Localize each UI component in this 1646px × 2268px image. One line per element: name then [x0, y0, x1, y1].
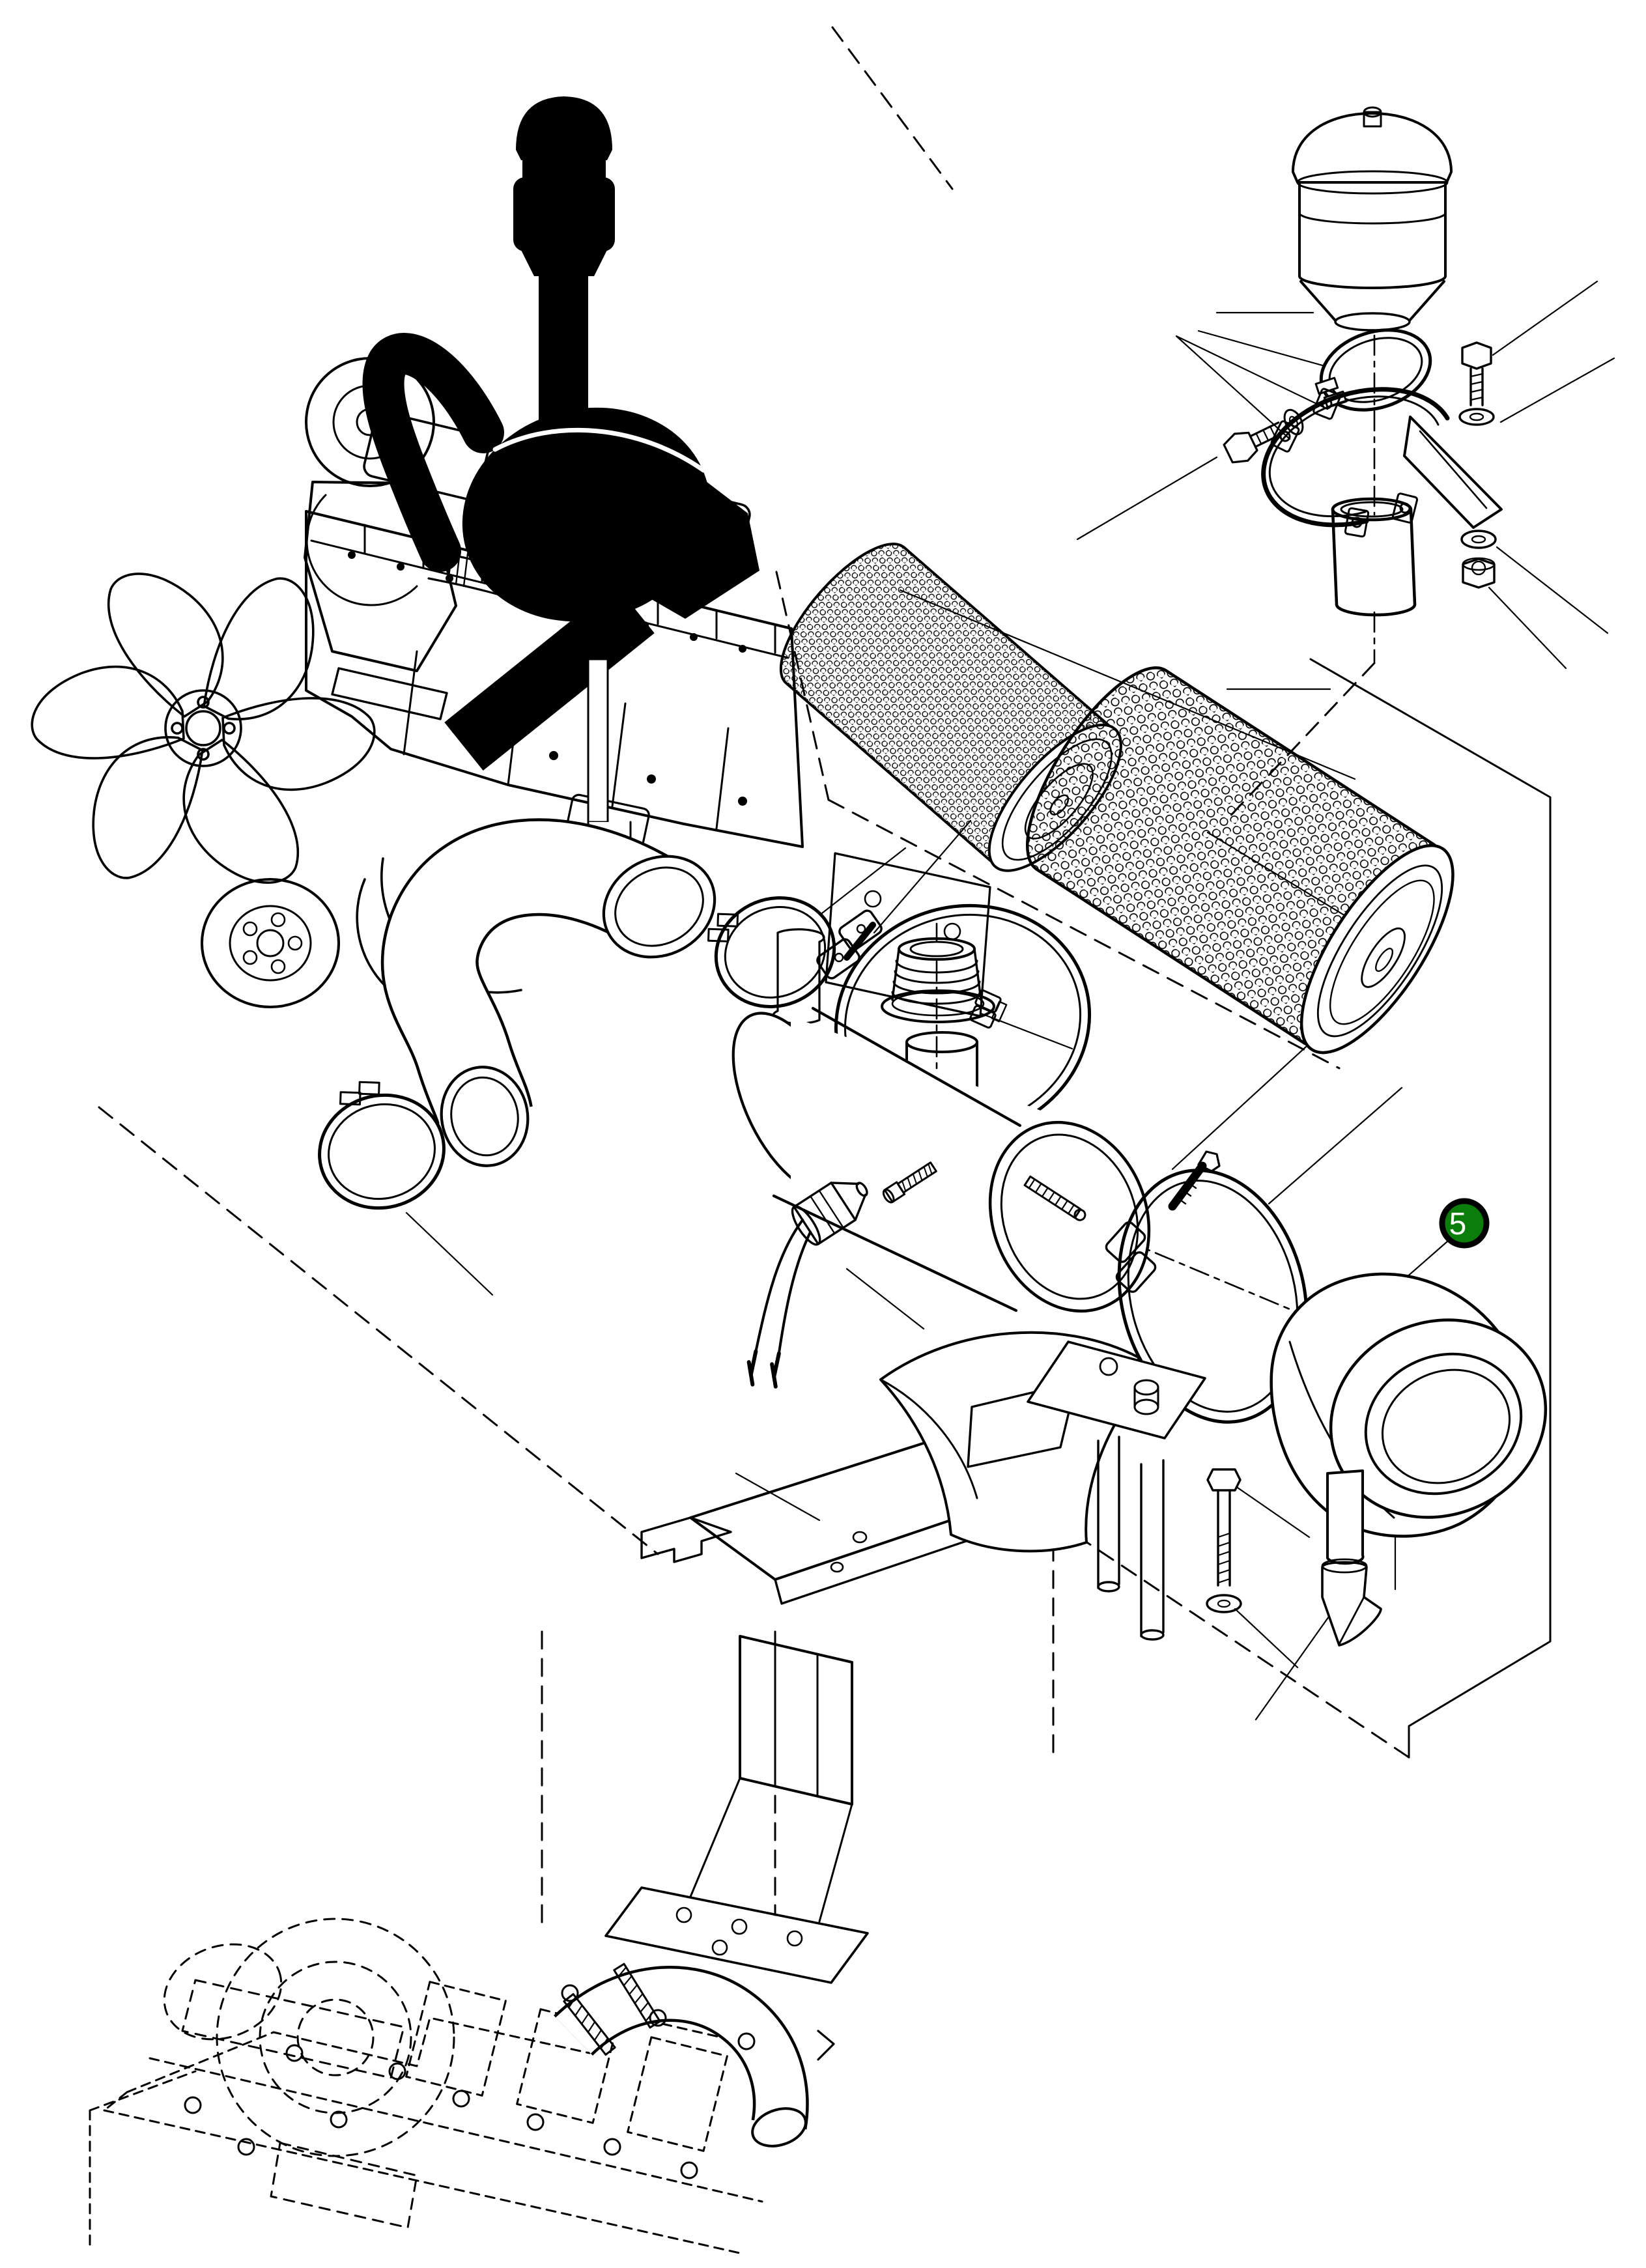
- silhouette-cap-neck: [522, 158, 606, 180]
- filter-mount-stud: [1023, 1175, 1086, 1221]
- silhouette-outlet: [651, 449, 759, 619]
- precleaner-washer2: [1460, 530, 1497, 549]
- silhouette-cap-body: [513, 177, 615, 251]
- elbow-clamp: [563, 1992, 616, 2056]
- leader-vclamp-left: [873, 819, 972, 934]
- manifold-bolts: [184, 1984, 835, 2179]
- precleaner-sleeve: [1331, 497, 1417, 617]
- filter-end-cap: [1299, 843, 1454, 1055]
- mount-bolt-long: [1206, 1468, 1242, 1613]
- leader-long-bolt-washer: [1234, 1608, 1299, 1669]
- bracket-plate: [1027, 1340, 1206, 1439]
- vclamp-lug: [1115, 1251, 1157, 1293]
- hose-clamp-b: [318, 1081, 446, 1210]
- mounting-bracket: [640, 1331, 1206, 1641]
- filter-element-outer: [1026, 666, 1454, 1055]
- silhouette-shield: [444, 584, 655, 771]
- precleaner-bolt: [1458, 341, 1495, 426]
- callout-badge-5[interactable]: 5: [1439, 1198, 1490, 1249]
- leader-clamp-a: [821, 847, 907, 914]
- hose-opening-bottom: [440, 1066, 530, 1167]
- intake-elbow-solid: [554, 1963, 809, 2148]
- leader-washer: [1499, 357, 1615, 423]
- leader-clamp-ring: [1197, 330, 1326, 367]
- housing-mouth: [988, 1120, 1151, 1313]
- dust-sensor: [746, 1182, 868, 1389]
- leader-band-clamp: [1175, 335, 1329, 440]
- sensor-wire: [777, 1230, 812, 1355]
- precleaner-small-washer: [1283, 408, 1304, 436]
- leader-washer2: [1496, 546, 1609, 634]
- fan-hub: [164, 689, 242, 767]
- housing-body: [772, 1006, 1022, 1312]
- clamp-ears: [1270, 388, 1419, 538]
- mount-bolt-washer: [1206, 1594, 1242, 1613]
- vclamp-lug: [1105, 1221, 1146, 1263]
- drain-tube: [1326, 1469, 1365, 1565]
- clamp-gusset: [1403, 416, 1503, 529]
- dashed-line-top: [831, 26, 954, 190]
- fan-blades: [31, 573, 376, 884]
- crank-pulley: [201, 878, 340, 1008]
- detail-box-border: [1309, 658, 1552, 1759]
- engine-assembly: [31, 357, 991, 1025]
- precleaner-nut: [1462, 557, 1496, 589]
- bracket-toe: [640, 1516, 732, 1563]
- cap-knob: [1363, 111, 1382, 128]
- leader-long-bolt: [1236, 1486, 1311, 1538]
- leader-duckbill: [1255, 1615, 1330, 1721]
- boundary-dashed-lines: [98, 26, 1410, 1929]
- washer: [1458, 408, 1495, 426]
- leader-bracket: [735, 1472, 821, 1522]
- silhouette-cap-taper: [521, 250, 607, 276]
- muffler-silhouette: [362, 96, 759, 842]
- bracket-legs: [1097, 1436, 1165, 1641]
- adapter-clamp-tab: [969, 989, 1008, 1029]
- detail-box-edge: [1309, 658, 1552, 1759]
- leader-tbolt: [1171, 1025, 1330, 1170]
- vclamp-tbolt: [1168, 1150, 1221, 1211]
- leader-bolt: [1492, 280, 1598, 356]
- precleaner-small-bolt: [1223, 421, 1285, 464]
- outlet-adapter: [881, 937, 1008, 1029]
- dashed-line-diagonal-to-housing: [827, 799, 1341, 1070]
- silhouette-seam: [492, 427, 706, 473]
- intake-s-hose: [380, 818, 717, 1167]
- leader-vclamp-right: [1268, 1086, 1403, 1205]
- duckbill-valve: [1321, 1558, 1382, 1647]
- silhouette-muffler-body: [462, 407, 711, 622]
- leader-sensor: [845, 1268, 925, 1330]
- leader-small-bolt: [1076, 456, 1218, 541]
- badge-label: 5: [1449, 1207, 1467, 1241]
- diagram-lines: 5: [31, 26, 1615, 2255]
- badge-circle: [1444, 1203, 1484, 1243]
- engine-manifold-bottom: [89, 1635, 869, 2255]
- support-pipe: [587, 658, 609, 823]
- silhouette-inlet-elbow: [362, 333, 504, 572]
- fuel-filter: [772, 928, 825, 1025]
- vclamp-lug: [838, 909, 883, 951]
- intake-hood: [1270, 1272, 1548, 1538]
- sensor-wire: [754, 1219, 804, 1353]
- precleaner-group: [1223, 106, 1503, 617]
- leader-nut: [1488, 586, 1567, 670]
- lower-bracket: [604, 1635, 869, 1984]
- silhouette-cap-top: [516, 96, 612, 160]
- hose-clamp-a: [707, 896, 836, 1008]
- dashed-line-bottom-right: [1002, 1485, 1410, 1759]
- cooling-fan: [31, 573, 376, 884]
- sensor-screw: [882, 1161, 937, 1204]
- vband-clamp-right: [1105, 1150, 1309, 1424]
- dashed-line-bottom-left: [98, 1106, 659, 1555]
- leader-clamp-b: [405, 1212, 494, 1296]
- precleaner-cap: [1292, 106, 1453, 332]
